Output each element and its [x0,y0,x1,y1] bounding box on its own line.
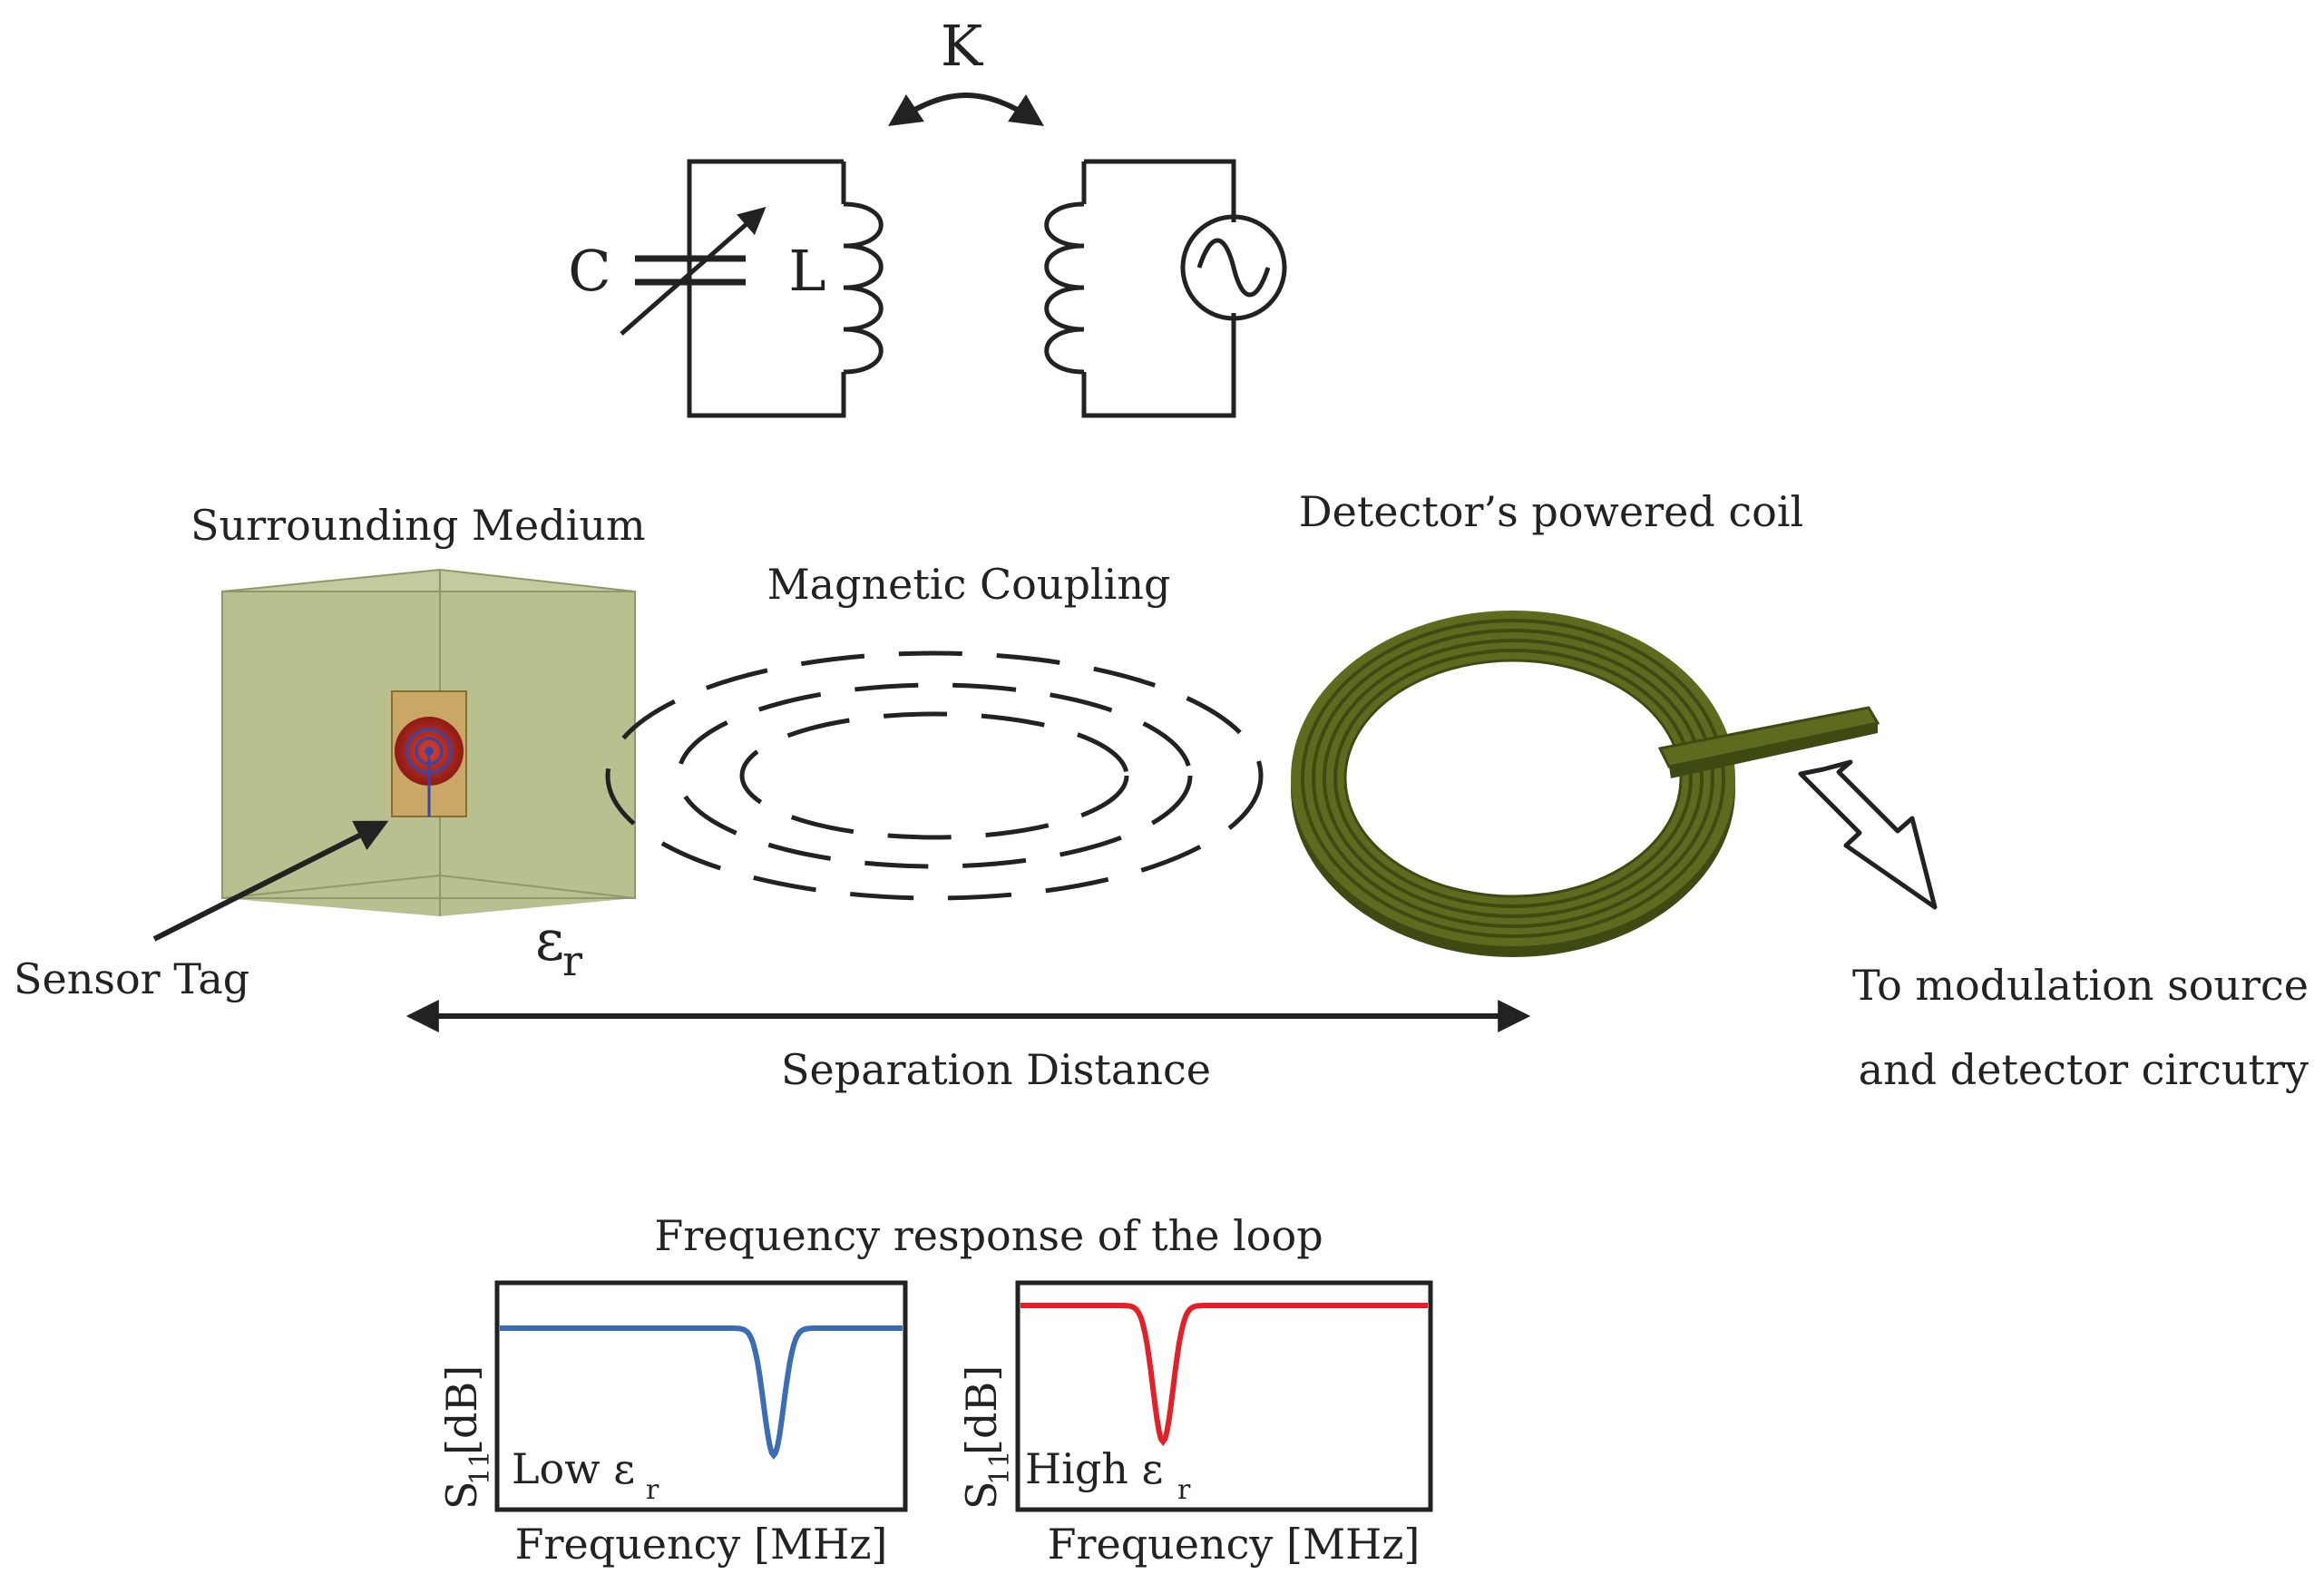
low-permittivity-annotation: Low ε [512,1444,635,1493]
magnetic-coupling-label: Magnetic Coupling [767,560,1171,609]
y-axis-label-s: S [437,1481,486,1510]
detector-coil [1291,611,1880,957]
low-permittivity-plot: Low ε r Frequency [MHz] S 11 [dB] [437,1280,908,1569]
y-axis-label: S 11 [dB] [437,1365,496,1510]
high-permittivity-response-curve [1020,1303,1428,1447]
right-inductor-coil [1044,201,1085,375]
left-loop-wire [687,159,846,418]
frequency-response-title: Frequency response of the loop [654,1211,1323,1260]
permittivity-label: ε r [535,907,582,985]
y-axis-label-s: S [957,1481,1006,1510]
x-axis-label: Frequency [MHz] [515,1520,888,1569]
coupling-k-label: K [941,13,984,79]
y-axis-label-unit: [dB] [437,1365,486,1455]
y-axis-label-sub: 11 [984,1451,1016,1485]
sensor-tag-pointer-arrow [152,820,389,942]
detector-coil-label: Detector’s powered coil [1299,487,1804,536]
coupling-arrow [888,93,1044,126]
permittivity-symbol: ε [535,907,564,973]
modulation-label-line2: and detector circutry [1859,1045,2309,1094]
low-permittivity-response-curve [500,1325,903,1460]
permittivity-subscript: r [562,936,582,985]
low-permittivity-annotation-sub: r [646,1474,659,1506]
capacitor-c-label: C [568,238,610,304]
magnetic-field-lines [605,650,1264,901]
sensor-tag-label: Sensor Tag [14,954,249,1003]
sine-wave-icon [1196,238,1271,298]
modulation-double-arrow [1798,759,1938,910]
sensor-tag [391,690,467,817]
ac-source-symbol [1180,214,1287,321]
high-permittivity-plot: High ε r Frequency [MHz] S 11 [dB] [957,1280,1433,1569]
left-inductor-coil [843,201,884,375]
surrounding-medium-label: Surrounding Medium [190,501,646,550]
modulation-label-line1: To modulation source [1852,961,2309,1010]
inductor-l-label: L [788,238,825,304]
plot-frame [494,1280,908,1512]
y-axis-label-unit: [dB] [957,1365,1006,1455]
high-permittivity-annotation-sub: r [1177,1474,1191,1506]
x-axis-label: Frequency [MHz] [1048,1520,1421,1569]
y-axis-label-sub: 11 [464,1451,496,1485]
high-permittivity-annotation: High ε [1025,1444,1163,1493]
lc-circuit [620,93,1287,418]
y-axis-label: S 11 [dB] [957,1365,1016,1510]
variable-capacitor-arrow [620,207,767,336]
separation-distance-label: Separation Distance [781,1045,1211,1094]
right-loop-wire [1081,159,1236,418]
plot-frame [1015,1280,1433,1512]
